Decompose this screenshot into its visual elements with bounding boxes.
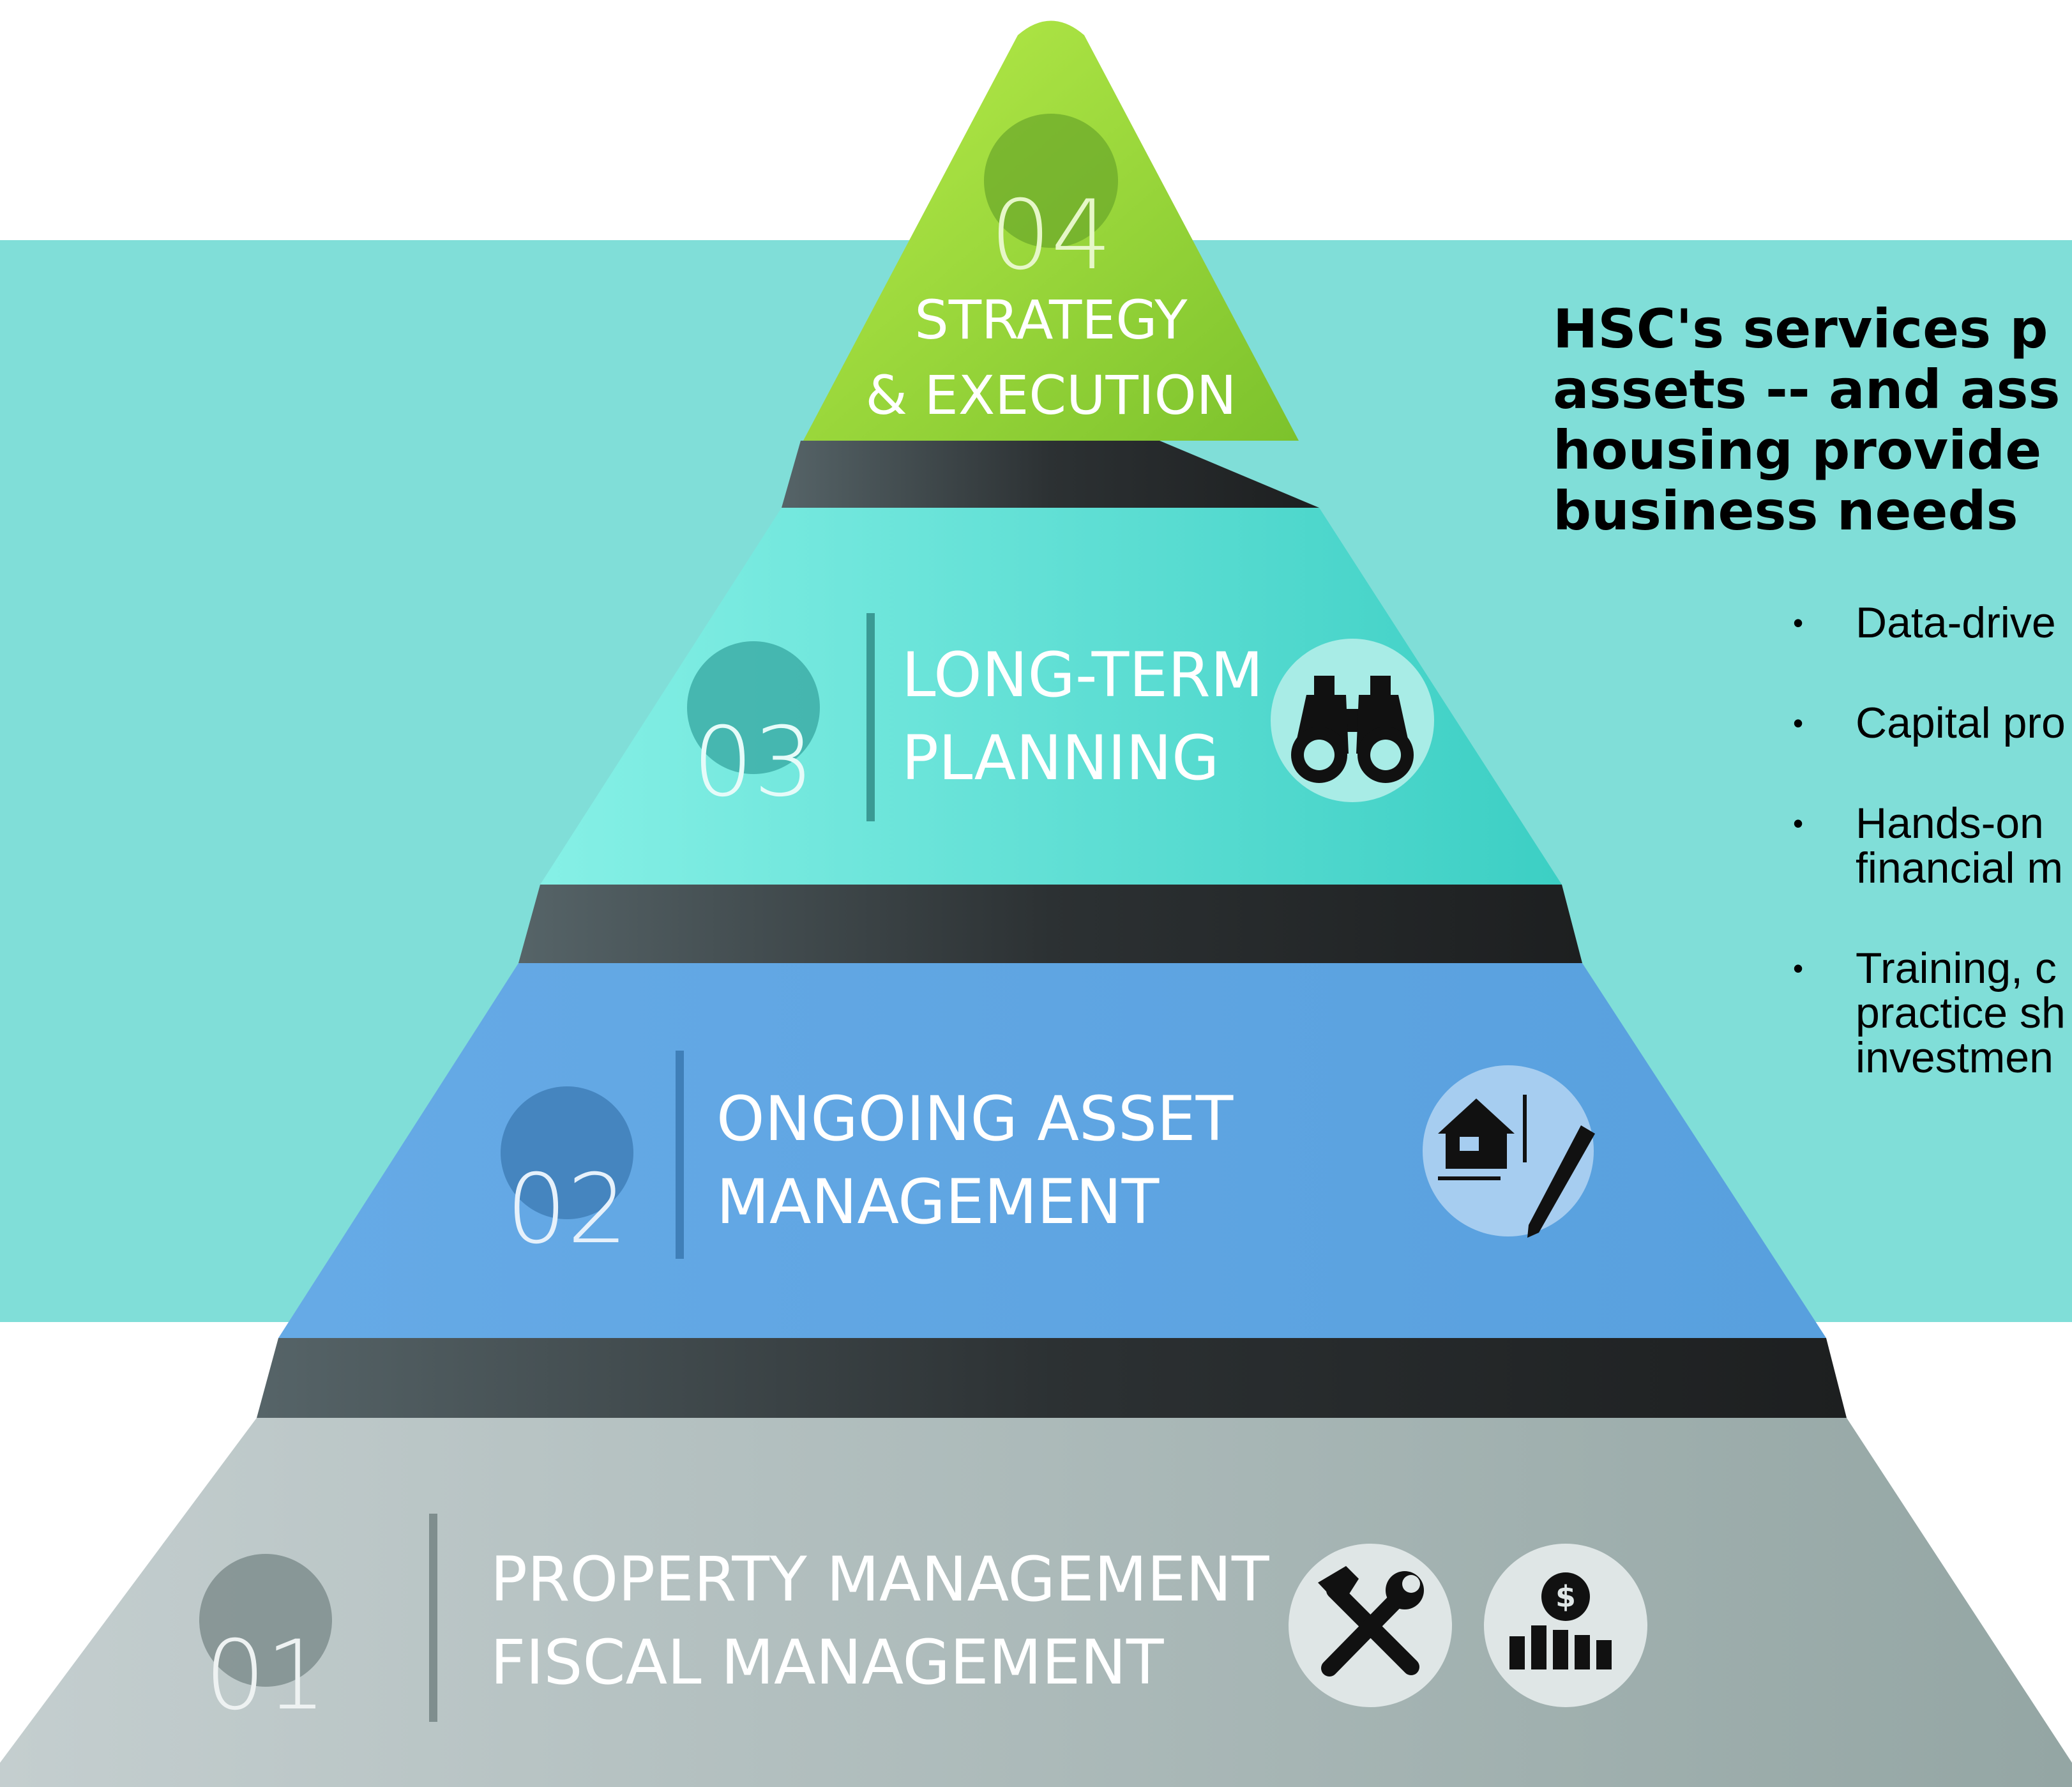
tier-01-number: 01 <box>205 1620 327 1731</box>
heading-line: housing provide <box>1553 419 2042 482</box>
tier-gap <box>782 441 1319 508</box>
tier-03-divider <box>866 613 875 821</box>
bullet-line: investmen <box>1856 1033 2053 1082</box>
tier-03-label-line-2: PLANNING <box>902 722 1219 794</box>
tier-01-divider <box>429 1514 437 1722</box>
heading-line: business needs <box>1553 480 2018 542</box>
heading-line: assets -- and ass <box>1553 358 2061 421</box>
tier-02-number: 02 <box>506 1154 628 1265</box>
tier-03: 03 LONG-TERM PLANNING <box>540 508 1562 885</box>
bullet-line: Capital pro <box>1856 699 2066 747</box>
bullet-item: Data-drive <box>1775 600 2066 645</box>
tier-01-label-line-1: PROPERTY MANAGEMENT <box>490 1544 1269 1615</box>
tier-04-label-line-1: STRATEGY <box>914 289 1188 351</box>
tier-03-shape <box>540 508 1562 885</box>
tier-04: 04 STRATEGY & EXECUTION <box>803 20 1299 441</box>
bullet-line: Training, c <box>1856 944 2057 992</box>
tier-04-label-line-2: & EXECUTION <box>865 364 1236 427</box>
bullet-line: Data-drive <box>1856 598 2056 647</box>
bullet-line: practice sh <box>1856 989 2066 1037</box>
tier-01-number-circle <box>199 1554 332 1687</box>
bullet-line: Hands-on <box>1856 799 2044 848</box>
tier-gap <box>257 1338 1847 1418</box>
tier-04-number: 04 <box>990 180 1112 291</box>
tier-02-number-circle <box>501 1086 633 1219</box>
bullet-line: financial m <box>1856 844 2064 892</box>
tier-01: 01 PROPERTY MANAGEMENT FISCAL MANAGEMENT… <box>0 1418 2072 1787</box>
tier-02-label-line-1: ONGOING ASSET <box>716 1083 1234 1155</box>
tier-gap <box>518 885 1582 963</box>
tier-04-number-circle <box>984 114 1118 248</box>
tier-02-shape <box>278 963 1826 1338</box>
money-bag-chart-icon: $ <box>1484 1544 1647 1707</box>
tier-03-number-circle <box>687 641 820 774</box>
services-heading: HSC's services p assets -- and ass housi… <box>1553 299 2072 542</box>
heading-line: HSC's services p <box>1553 298 2048 360</box>
tier-02: 02 ONGOING ASSET MANAGEMENT <box>278 963 1826 1338</box>
tier-02-divider <box>676 1051 684 1259</box>
tier-01-label-line-2: FISCAL MANAGEMENT <box>490 1627 1164 1698</box>
tier-03-label-line-1: LONG-TERM <box>902 639 1263 711</box>
tier-02-label-line-2: MANAGEMENT <box>716 1166 1160 1238</box>
svg-text:$: $ <box>1555 1579 1576 1614</box>
hammer-wrench-icon <box>1289 1544 1452 1707</box>
house-blueprint-pencil-icon <box>1423 1065 1595 1238</box>
bullet-item: Hands-on financial m <box>1775 801 2066 890</box>
bullet-item: Training, c practice sh investmen <box>1775 946 2066 1080</box>
binoculars-icon <box>1271 639 1434 802</box>
bullet-item: Capital pro <box>1775 701 2066 745</box>
services-bullet-list: Data-drive Capital pro Hands-on financia… <box>1775 600 2066 1080</box>
tier-03-number: 03 <box>693 707 815 818</box>
